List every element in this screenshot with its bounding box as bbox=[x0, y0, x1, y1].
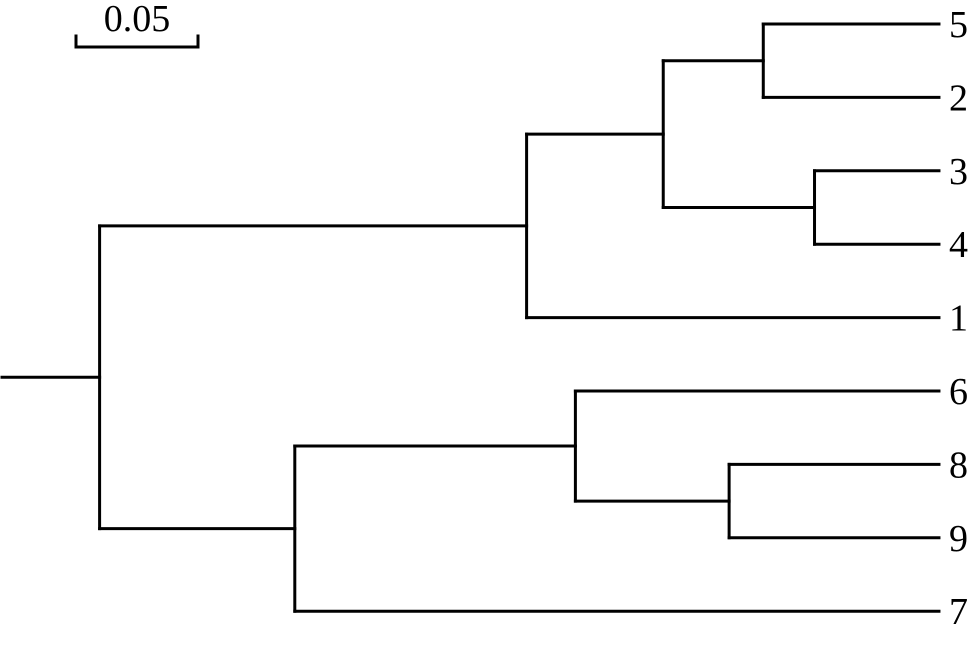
leaf-label-2: 2 bbox=[949, 77, 968, 119]
leaf-label-9: 9 bbox=[949, 518, 968, 560]
leaf-label-5: 5 bbox=[949, 4, 968, 46]
tree-branches bbox=[0, 22, 941, 613]
scale-bar-label: 0.05 bbox=[104, 0, 171, 40]
leaf-label-3: 3 bbox=[949, 151, 968, 193]
leaf-label-8: 8 bbox=[949, 444, 968, 486]
scale-bar-line bbox=[74, 34, 200, 49]
leaf-label-1: 1 bbox=[949, 298, 968, 340]
scale-bar: 0.05 bbox=[74, 0, 200, 49]
leaf-label-7: 7 bbox=[949, 591, 968, 633]
leaf-label-6: 6 bbox=[949, 371, 968, 413]
leaf-label-4: 4 bbox=[949, 224, 968, 266]
leaf-labels: 5 2 3 4 1 6 8 9 7 bbox=[949, 4, 968, 633]
